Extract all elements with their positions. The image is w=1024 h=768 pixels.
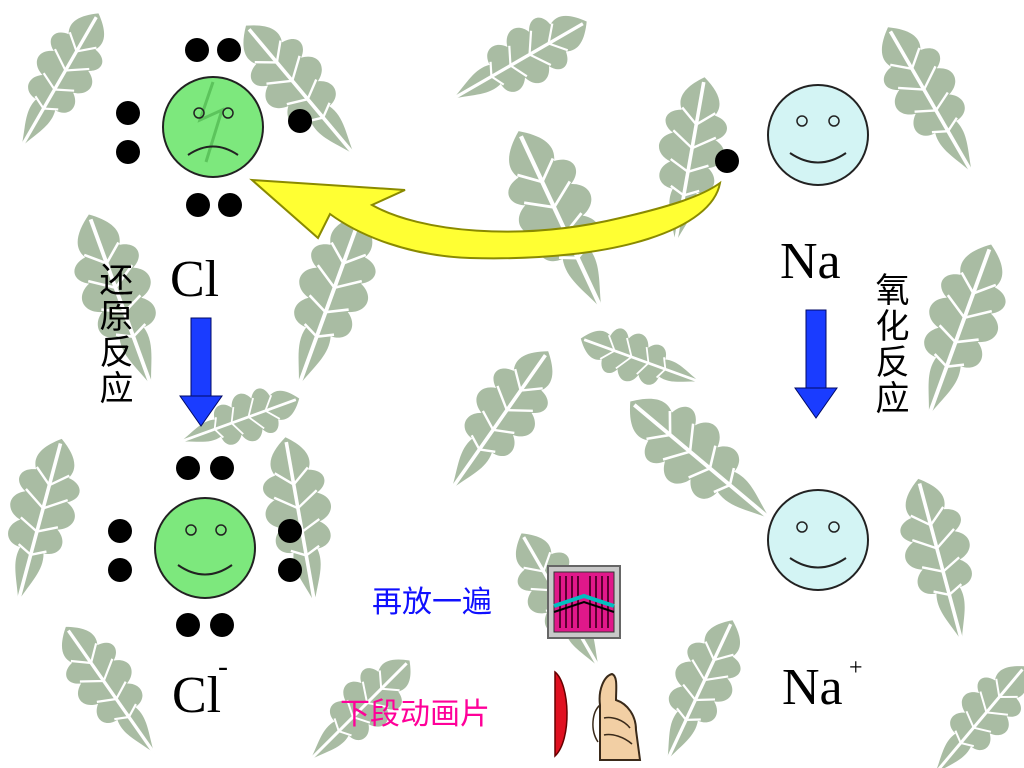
chloride-ion (154, 497, 256, 599)
sodium-label: Na (780, 233, 841, 290)
chlorine-atom (162, 76, 264, 178)
replay-button[interactable] (547, 565, 621, 639)
chloride-label: Cl (172, 667, 222, 724)
chloride-electrons (108, 456, 302, 637)
pointing-hand-icon (592, 672, 642, 761)
replay-link[interactable]: 再放一遍 (372, 585, 492, 620)
cl-eye-left (193, 107, 205, 119)
cl-sad-mouth (187, 145, 239, 156)
chlorine-electrons (116, 38, 312, 217)
sodium-ion (767, 489, 869, 591)
red-marker-icon (554, 670, 568, 758)
reduction-arrow (179, 317, 223, 427)
sodium-ion-charge: + (849, 655, 863, 681)
sodium-ion-label: Na (782, 659, 843, 716)
sodium-atom (767, 84, 869, 186)
next-animation-link[interactable]: 下段动画片 (340, 697, 490, 732)
chlorine-label: Cl (170, 251, 220, 308)
reduction-label: 还原反应 (93, 262, 133, 406)
sodium-electron (715, 149, 739, 173)
cl-eye-right (222, 107, 234, 119)
electron-transfer-arrow (249, 178, 722, 260)
oxidation-label: 氧化反应 (869, 272, 909, 416)
next-button[interactable] (554, 670, 642, 761)
chloride-charge: - (218, 650, 228, 683)
oxidation-arrow (794, 309, 838, 419)
